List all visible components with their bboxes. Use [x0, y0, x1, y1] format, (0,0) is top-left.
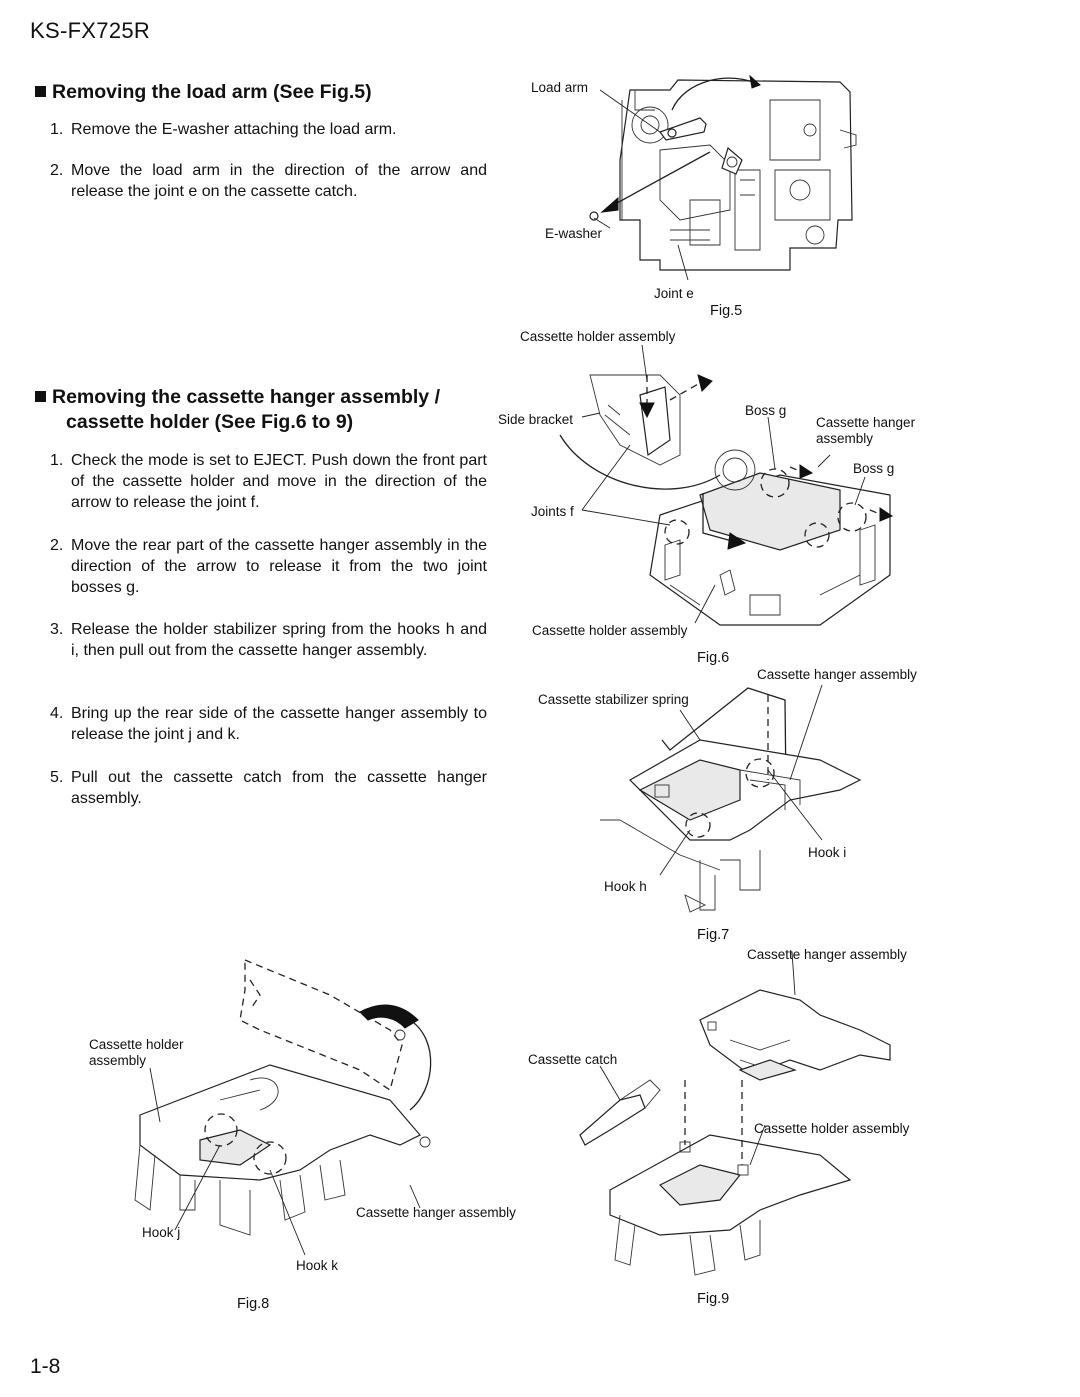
step-text: Move the load arm in the direction of th… [71, 162, 487, 200]
step-number: 1. [50, 121, 64, 138]
step-item: 5. Pull out the cassette catch from the c… [50, 767, 487, 809]
step-number: 5. [50, 769, 64, 786]
fig7-label-stabilizer-spring: Cassette stabilizer spring [538, 692, 689, 707]
step-item: 1. Remove the E-washer attaching the load… [50, 119, 487, 140]
step-text: Remove the E-washer attaching the load a… [71, 121, 397, 138]
fig6-drawing [559, 344, 894, 626]
fig8-label-holder-line2: assembly [89, 1053, 147, 1068]
fig6-label-cassette-hanger-line1: Cassette hanger [816, 415, 916, 430]
section-title-text: Removing the load arm (See Fig.5) [52, 81, 372, 103]
square-bullet-icon [35, 391, 46, 402]
step-item: 2. Move the rear part of the cassette han… [50, 535, 487, 598]
fig8-label-hook-j: Hook j [142, 1225, 181, 1240]
fig7-label-hook-h: Hook h [604, 879, 647, 894]
step-item: 3. Release the holder stabilizer spring f… [50, 619, 487, 661]
section-title-cassette-hanger: Removing the cassette hanger assembly / … [35, 385, 440, 435]
step-text: Check the mode is set to EJECT. Push dow… [71, 452, 487, 511]
square-bullet-icon [35, 86, 46, 97]
page-number: 1-8 [30, 1355, 61, 1378]
section-title-line: cassette holder (See Fig.6 to 9) [66, 411, 354, 433]
fig6-label-joints-f: Joints f [531, 504, 574, 519]
fig5-label-joint-e: Joint e [654, 286, 694, 301]
fig8-label-cassette-hanger: Cassette hanger assembly [356, 1205, 516, 1220]
fig7-drawing [600, 684, 862, 913]
step-number: 2. [50, 537, 64, 554]
step-number: 3. [50, 621, 64, 638]
fig5-caption: Fig.5 [710, 303, 743, 319]
fig6-caption: Fig.6 [697, 650, 730, 666]
fig9-label-cassette-hanger: Cassette hanger assembly [747, 947, 907, 962]
step-number: 4. [50, 705, 64, 722]
fig6-label-boss-g-1: Boss g [745, 403, 787, 418]
fig6-label-cassette-holder-top: Cassette holder assembly [520, 329, 676, 344]
fig8-label-holder-line1: Cassette holder [89, 1037, 184, 1052]
step-item: 2. Move the load arm in the direction of … [50, 160, 487, 202]
fig5-label-e-washer: E-washer [545, 226, 603, 241]
fig8-drawing [134, 959, 432, 1256]
fig6-label-cassette-hanger-line2: assembly [816, 431, 874, 446]
fig5-label-load-arm: Load arm [531, 80, 589, 95]
fig6-label-side-bracket: Side bracket [498, 412, 574, 427]
fig7-label-cassette-hanger: Cassette hanger assembly [757, 667, 917, 682]
step-number: 2. [50, 162, 64, 179]
step-item: 1. Check the mode is set to EJECT. Push d… [50, 450, 487, 513]
fig9-label-cassette-catch: Cassette catch [528, 1052, 618, 1067]
section-title-line: Removing the cassette hanger assembly / [52, 386, 440, 408]
fig6-label-cassette-holder-bottom: Cassette holder assembly [532, 623, 688, 638]
fig6-label-boss-g-2: Boss g [853, 461, 895, 476]
fig8-label-hook-k: Hook k [296, 1258, 339, 1273]
model-number: KS-FX725R [30, 18, 151, 43]
fig7-label-hook-i: Hook i [808, 845, 847, 860]
fig9-label-cassette-holder: Cassette holder assembly [754, 1121, 910, 1136]
step-number: 1. [50, 452, 64, 469]
fig8-caption: Fig.8 [237, 1296, 270, 1312]
fig9-caption: Fig.9 [697, 1291, 730, 1307]
step-text: Bring up the rear side of the cassette h… [71, 705, 487, 743]
fig5-drawing [589, 74, 857, 281]
step-text: Release the holder stabilizer spring fro… [71, 621, 487, 659]
step-item: 4. Bring up the rear side of the cassette… [50, 703, 487, 745]
fig7-caption: Fig.7 [697, 927, 730, 943]
fig9-drawing [579, 951, 891, 1276]
section-title-load-arm: Removing the load arm (See Fig.5) [35, 80, 372, 105]
step-text: Move the rear part of the cassette hange… [71, 537, 487, 596]
step-text: Pull out the cassette catch from the cas… [71, 769, 487, 807]
